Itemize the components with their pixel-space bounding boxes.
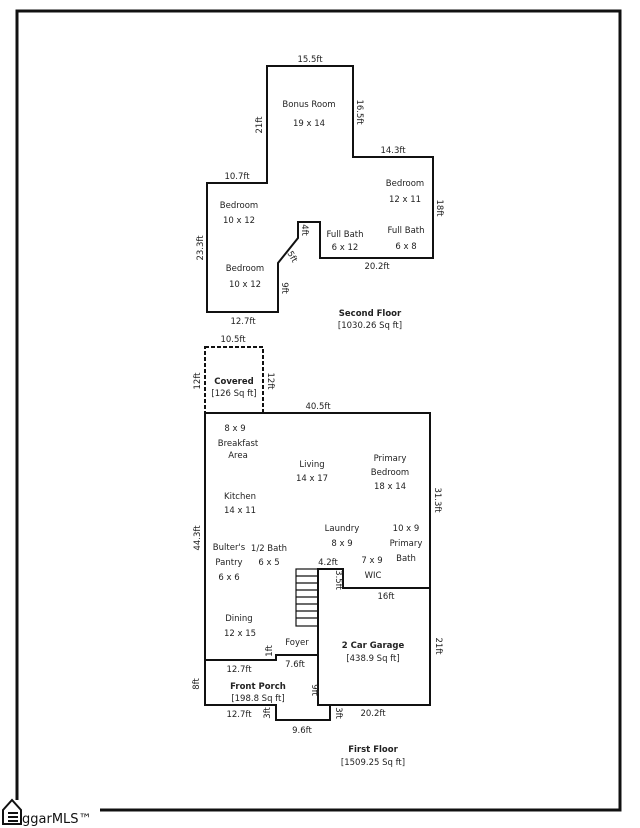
room-name: Bedroom <box>226 264 264 274</box>
room-name: Bedroom <box>386 179 424 189</box>
room-name: Area <box>228 451 248 461</box>
dim-label: 10.5ft <box>220 335 246 345</box>
room-size: 14 x 17 <box>296 474 328 484</box>
room-name: Living <box>299 460 324 470</box>
dim-label: 12.7ft <box>230 317 256 327</box>
room-name: WIC <box>365 571 382 581</box>
dim-label: 4ft <box>299 224 309 236</box>
room-size: 19 x 14 <box>293 119 325 129</box>
dim-label: 4.2ft <box>318 558 338 568</box>
dim-label: 10.7ft <box>224 172 250 182</box>
room-size: 18 x 14 <box>374 482 406 492</box>
dim-label: 18ft <box>434 200 444 218</box>
covered-labels: 10.5ft 12ft 12ft Covered [126 Sq ft] <box>193 335 275 399</box>
room-name: Bath <box>396 554 416 564</box>
room-size: 10 x 9 <box>393 524 420 534</box>
dim-label: 9.6ft <box>292 726 312 736</box>
dim-label: 7.6ft <box>285 660 305 670</box>
room-name: Kitchen <box>224 492 256 502</box>
room-name: Full Bath <box>388 226 425 236</box>
room-name: Primary <box>390 539 423 549</box>
mls-logo: ggarMLS™ <box>0 798 100 828</box>
dim-label: 3ft <box>263 707 273 719</box>
room-name: Bedroom <box>371 468 409 478</box>
floor-area: [1509.25 Sq ft] <box>341 758 405 768</box>
dim-label: 9ft <box>279 282 289 294</box>
dim-label: 12.7ft <box>226 665 252 675</box>
dim-label: 15.5ft <box>297 55 323 65</box>
dim-label: 14.3ft <box>380 146 406 156</box>
dim-label: 44.3ft <box>193 525 203 551</box>
room-size: 6 x 12 <box>332 243 359 253</box>
dim-label: 20.2ft <box>364 262 390 272</box>
dim-label: 12.7ft <box>226 710 252 720</box>
dim-label: 21ft <box>255 116 265 134</box>
room-name: Foyer <box>285 638 309 648</box>
dim-label: 9ft <box>309 684 319 696</box>
porch-title: Front Porch <box>230 682 286 692</box>
room-name: Bonus Room <box>282 100 335 110</box>
page-frame <box>15 9 622 812</box>
dim-label: 16ft <box>378 592 396 602</box>
room-size: 10 x 12 <box>229 280 261 290</box>
room-name: Breakfast <box>218 439 259 449</box>
room-name: Bulter's <box>213 543 246 553</box>
room-size: 8 x 9 <box>331 539 352 549</box>
first-floor-outline <box>204 412 431 721</box>
room-name: Full Bath <box>327 230 364 240</box>
dim-label: 21ft <box>433 638 443 656</box>
room-name: Pantry <box>215 558 242 568</box>
dim-label: 20.2ft <box>360 709 386 719</box>
dim-label: 3.5ft <box>333 570 343 590</box>
room-name: Dining <box>225 614 252 624</box>
porch-area: [198.8 Sq ft] <box>231 694 284 704</box>
room-name: 1/2 Bath <box>251 544 287 554</box>
dim-label: 23.3ft <box>196 235 206 261</box>
room-size: 14 x 11 <box>224 506 256 516</box>
dim-label: 1ft <box>265 645 275 657</box>
floor-title: Second Floor <box>339 309 402 319</box>
garage-area: [438.9 Sq ft] <box>346 654 399 664</box>
room-size: 6 x 8 <box>395 242 416 252</box>
dim-label: 12ft <box>193 372 203 390</box>
dim-label: 8ft <box>192 678 202 690</box>
room-size: 12 x 11 <box>389 195 421 205</box>
dim-label: 12ft <box>265 373 275 391</box>
area-title: Covered <box>214 377 253 387</box>
room-size: 6 x 5 <box>258 558 279 568</box>
room-name: Primary <box>374 454 407 464</box>
garage-title: 2 Car Garage <box>342 641 405 651</box>
logo-text: ggarMLS™ <box>22 812 92 827</box>
room-name: Laundry <box>325 524 360 534</box>
room-size: 7 x 9 <box>361 556 382 566</box>
second-floor-labels: 15.5ft 21ft 16.5ft 14.3ft 10.7ft 18ft 23… <box>196 55 444 331</box>
floor-area: [1030.26 Sq ft] <box>338 321 402 331</box>
first-floor-labels: 40.5ft 31.3ft 44.3ft 4.2ft 3.5ft 16ft 1f… <box>192 402 443 768</box>
room-name: Bedroom <box>220 201 258 211</box>
room-size: 8 x 9 <box>224 424 245 434</box>
floor-title: First Floor <box>348 745 398 755</box>
room-size: 12 x 15 <box>224 629 256 639</box>
dim-label: 3ft <box>333 707 343 719</box>
stairs <box>295 568 319 627</box>
dim-label: 31.3ft <box>432 487 442 513</box>
room-size: 6 x 6 <box>218 573 239 583</box>
second-floor-outline <box>206 65 434 313</box>
room-size: 10 x 12 <box>223 216 255 226</box>
dim-label: 16.5ft <box>354 99 364 125</box>
area-size: [126 Sq ft] <box>211 389 256 399</box>
dim-label: 40.5ft <box>305 402 331 412</box>
